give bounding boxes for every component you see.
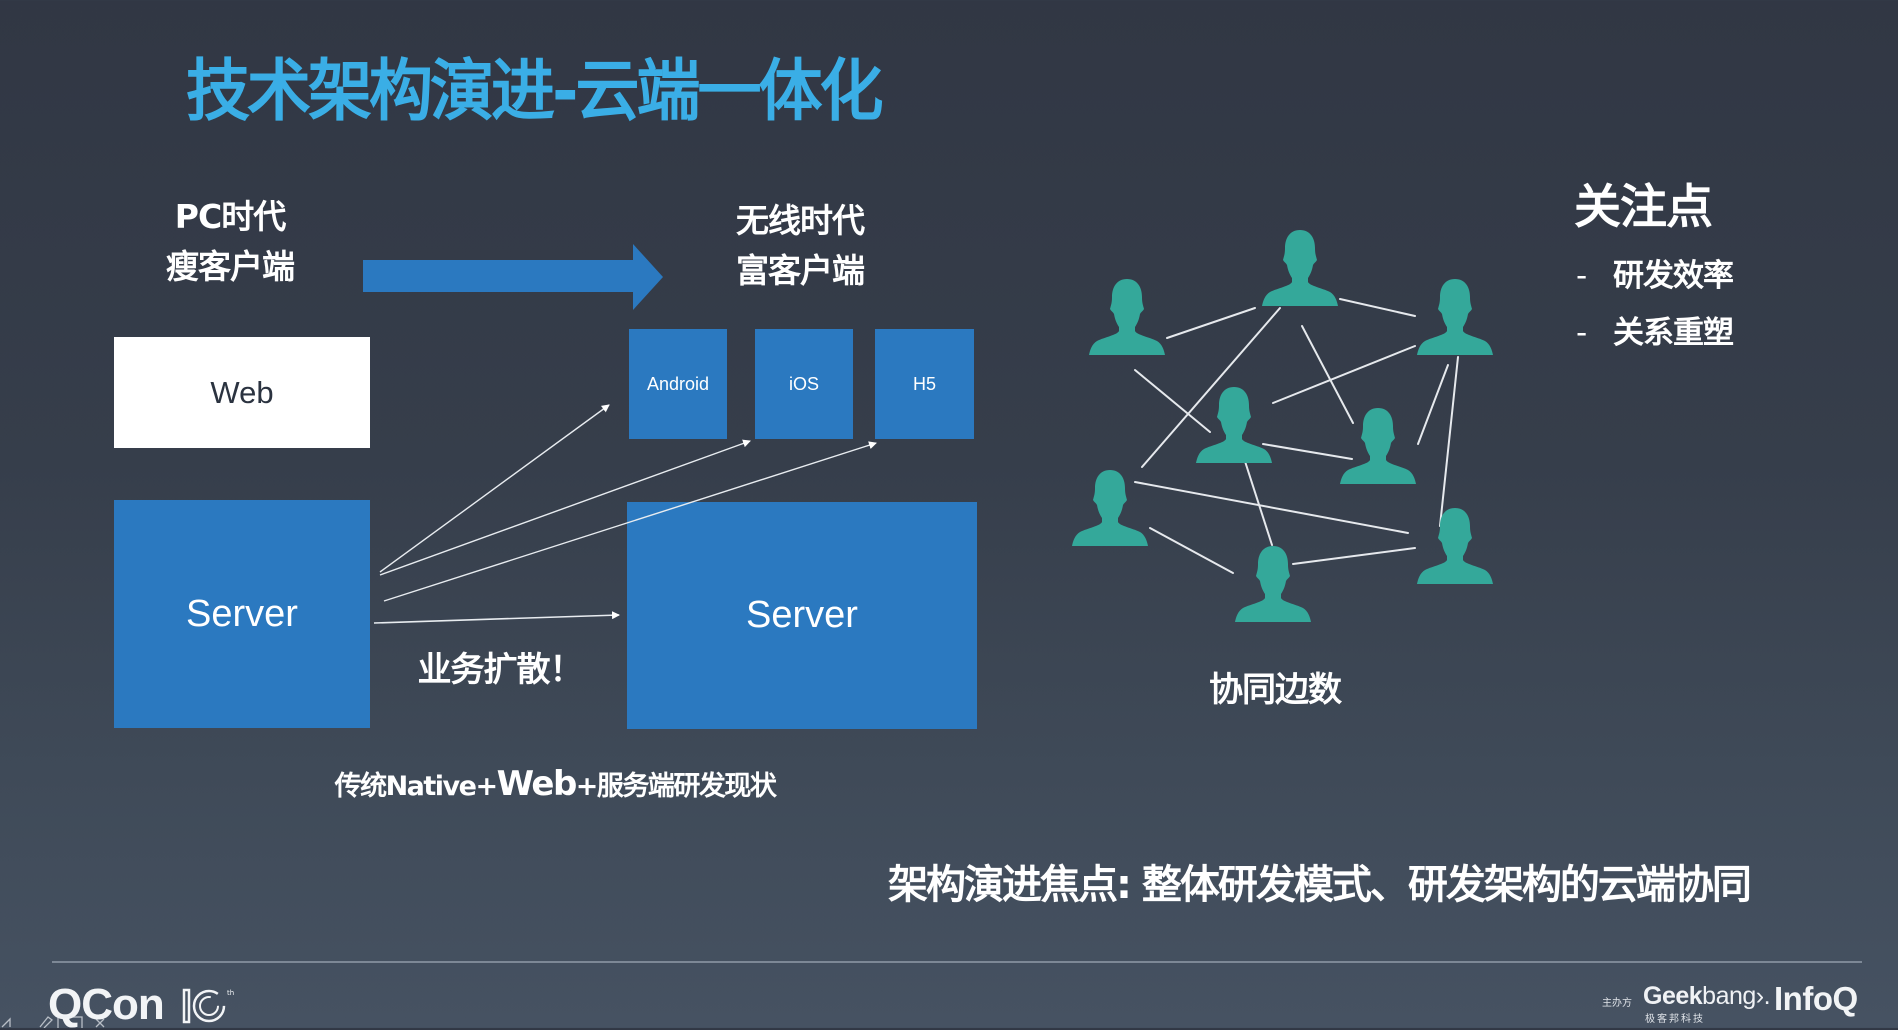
business-spread-label: 业务扩散！ [417, 650, 584, 690]
network-edge [1141, 307, 1281, 468]
collaboration-edges-label: 协同边数 [1209, 670, 1342, 710]
network-edge [1292, 547, 1416, 565]
pen-tool-icon[interactable] [39, 1016, 53, 1028]
network-edge [1301, 325, 1354, 424]
geekbang-chinese-name: 极客邦科技 [1645, 1014, 1705, 1025]
rich-client-label: 富客户端 [736, 251, 865, 290]
slide-title: 技术架构演进-云端一体化 [186, 53, 884, 131]
conclusion-statement: 架构演进焦点: 整体研发模式、研发架构的云端协同 [888, 862, 1752, 908]
h5-client-box: H5 [875, 329, 974, 439]
network-edge [1439, 356, 1459, 527]
person-icon [1262, 230, 1338, 306]
focus-item-text: 研发效率 [1613, 258, 1734, 294]
caption-part-web: Web [496, 764, 578, 804]
network-people [1072, 230, 1493, 622]
legacy-server-label: Server [186, 592, 298, 635]
focus-title: 关注点 [1574, 180, 1713, 235]
geekbang-bang: bang [1702, 982, 1756, 1010]
slide-controls[interactable] [0, 1014, 130, 1028]
person-icon [1196, 387, 1272, 463]
focus-item-text: 关系重塑 [1613, 315, 1734, 351]
svg-text:th: th [227, 989, 234, 997]
network-edges [1134, 298, 1459, 574]
geekbang-geek: Geek [1643, 982, 1703, 1010]
qcon-10th-logo-icon: th [182, 988, 234, 1024]
pc-era-label: PC时代 [174, 197, 286, 236]
caption-part-1: 传统Native+ [334, 771, 499, 802]
network-edge [1417, 364, 1449, 445]
person-icon [1417, 508, 1493, 584]
next-slide-icon[interactable] [95, 1018, 105, 1028]
modern-server-box: Server [627, 502, 977, 729]
modern-server-label: Server [746, 594, 858, 636]
ios-label: iOS [788, 373, 819, 394]
pc-era-heading: PC时代 瘦客户端 [130, 192, 330, 292]
web-client-box: Web [114, 337, 370, 448]
android-label: Android [646, 373, 710, 394]
thin-client-label: 瘦客户端 [166, 247, 295, 286]
focus-item: -研发效率 [1576, 250, 1734, 295]
person-icon [1235, 546, 1311, 622]
previous-slide-icon[interactable] [1, 1017, 11, 1028]
diagram-caption: 传统Native+Web+服务端研发现状 [300, 764, 810, 804]
organizer-label: 主办方 [1602, 998, 1632, 1009]
caption-part-3: +服务端研发现状 [575, 771, 777, 802]
geekbang-mark: ›. [1755, 982, 1771, 1010]
network-edge [1339, 298, 1416, 317]
geekbang-logo: Geekbang›. [1643, 982, 1771, 1011]
focus-item: -关系重塑 [1576, 307, 1734, 352]
person-icon [1089, 279, 1165, 355]
qcon-logo: QCon [48, 980, 165, 1029]
network-edge [1134, 481, 1409, 534]
bullet-dash: - [1576, 258, 1587, 294]
network-edge [1134, 369, 1211, 433]
legacy-server-box: Server [114, 500, 370, 728]
android-client-box: Android [629, 329, 727, 439]
mobile-era-heading: 无线时代 富客户端 [700, 196, 900, 296]
transition-arrow-icon [363, 244, 663, 310]
arrow-to-android [379, 404, 610, 573]
mobile-era-label: 无线时代 [736, 201, 865, 240]
bullet-dash: - [1576, 315, 1587, 351]
network-edge [1241, 451, 1273, 546]
network-edge [1272, 345, 1416, 404]
network-edge [1149, 527, 1234, 574]
infoq-logo: InfoQ [1774, 980, 1858, 1017]
collaboration-network [1072, 230, 1493, 622]
network-edge [1166, 307, 1256, 339]
ios-client-box: iOS [755, 329, 853, 439]
web-client-label: Web [210, 374, 274, 410]
footer-divider [52, 961, 1862, 963]
slides-grid-icon[interactable] [57, 1016, 83, 1028]
h5-label: H5 [912, 373, 936, 394]
person-icon [1417, 279, 1493, 355]
network-edge [1262, 443, 1353, 460]
arrow-to-server [373, 611, 620, 624]
